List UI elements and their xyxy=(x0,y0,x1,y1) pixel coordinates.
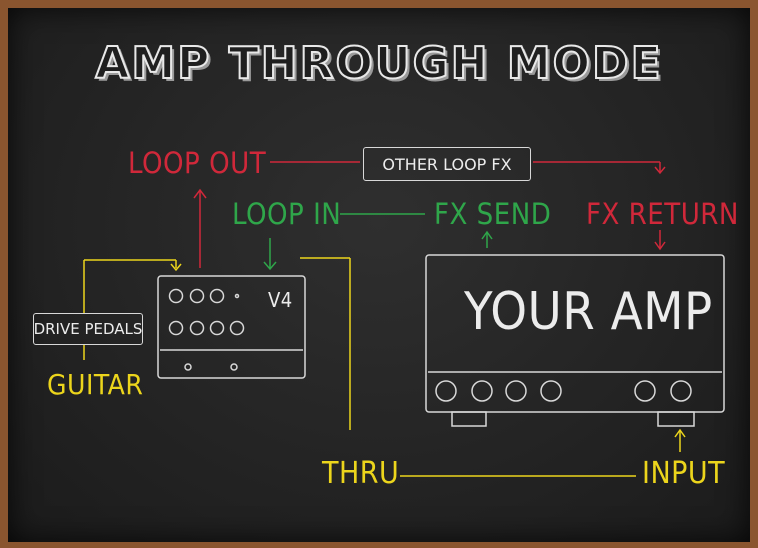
fx-return-label: FX RETURN xyxy=(586,197,739,231)
v4-pedal-body xyxy=(157,275,306,379)
chalkboard xyxy=(8,8,750,542)
loop-in-label: LOOP IN xyxy=(232,197,342,231)
input-label: INPUT xyxy=(642,456,726,491)
loop-in-wire xyxy=(263,213,493,271)
drive-pedals-box: DRIVE PEDALS xyxy=(33,313,143,345)
loop-out-label: LOOP OUT xyxy=(128,146,267,180)
v4-label: V4 xyxy=(268,288,293,312)
other-loop-fx-box: OTHER LOOP FX xyxy=(363,147,531,181)
thru-label: THRU xyxy=(322,456,400,491)
your-amp-label: YOUR AMP xyxy=(464,282,713,342)
guitar-label: GUITAR xyxy=(47,368,144,401)
amp-body xyxy=(425,254,725,427)
loop-out-wire xyxy=(193,161,666,268)
page-title: AMP THROUGH MODE xyxy=(94,37,663,90)
fx-send-label: FX SEND xyxy=(434,197,552,231)
thru-wire xyxy=(83,257,686,477)
